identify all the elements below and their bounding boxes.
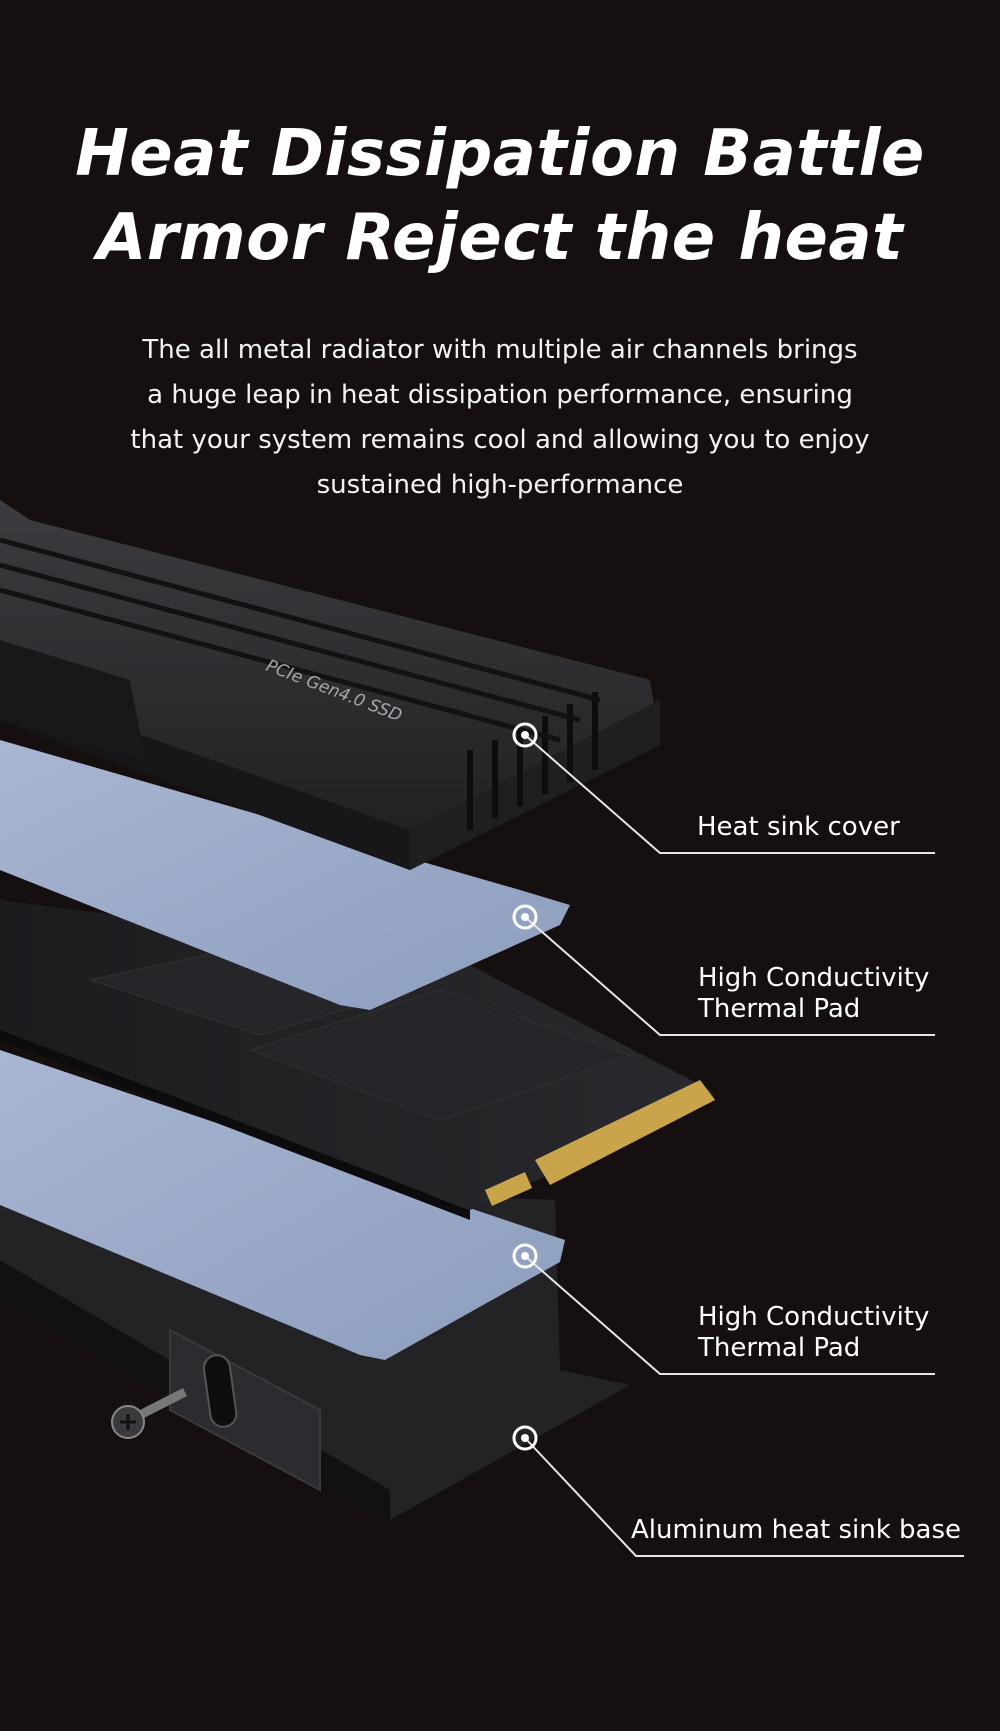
callout-heat-sink-cover: Heat sink cover: [697, 812, 900, 843]
headline: Heat Dissipation Battle Armor Reject the…: [0, 112, 1000, 280]
description-line-2: a huge leap in heat dissipation performa…: [147, 380, 853, 410]
description-line-4: sustained high-performance: [316, 470, 684, 500]
callout-heat-sink-base: Aluminum heat sink base: [631, 1515, 961, 1546]
callout-label-line: High Conductivity: [698, 1302, 930, 1332]
callout-line-2: [524, 916, 935, 1036]
callout-line-1: [524, 734, 935, 854]
screw-icon: [111, 1387, 188, 1439]
callout-line-3: [524, 1255, 935, 1375]
thermal-pad-lower: [0, 1050, 565, 1360]
callout-thermal-pad-upper: High Conductivity Thermal Pad: [698, 963, 929, 1025]
heat-sink-cover: PCIe Gen4.0 SSD: [0, 500, 660, 870]
callout-thermal-pad-lower: High Conductivity Thermal Pad: [698, 1302, 929, 1364]
callout-label-line: Heat sink cover: [697, 812, 900, 842]
description-line-1: The all metal radiator with multiple air…: [142, 335, 858, 365]
callout-label-line: Aluminum heat sink base: [631, 1515, 962, 1545]
callout-label-line: Thermal Pad: [698, 1333, 861, 1363]
callout-line-4: [524, 1437, 964, 1557]
ring-marker-icon: [512, 722, 538, 1451]
headline-line-1: Heat Dissipation Battle: [75, 117, 925, 191]
callout-label-line: High Conductivity: [698, 963, 930, 993]
thermal-pad-upper: [0, 740, 570, 1010]
exploded-ssd-illustration: PCIe Gen4.0 SSD: [0, 500, 964, 1557]
callout-label-line: Thermal Pad: [698, 994, 861, 1024]
headline-line-2: Armor Reject the heat: [96, 201, 904, 275]
description-line-3: that your system remains cool and allowi…: [130, 425, 870, 455]
ssd-pcb: [0, 900, 715, 1220]
description: The all metal radiator with multiple air…: [110, 328, 890, 508]
